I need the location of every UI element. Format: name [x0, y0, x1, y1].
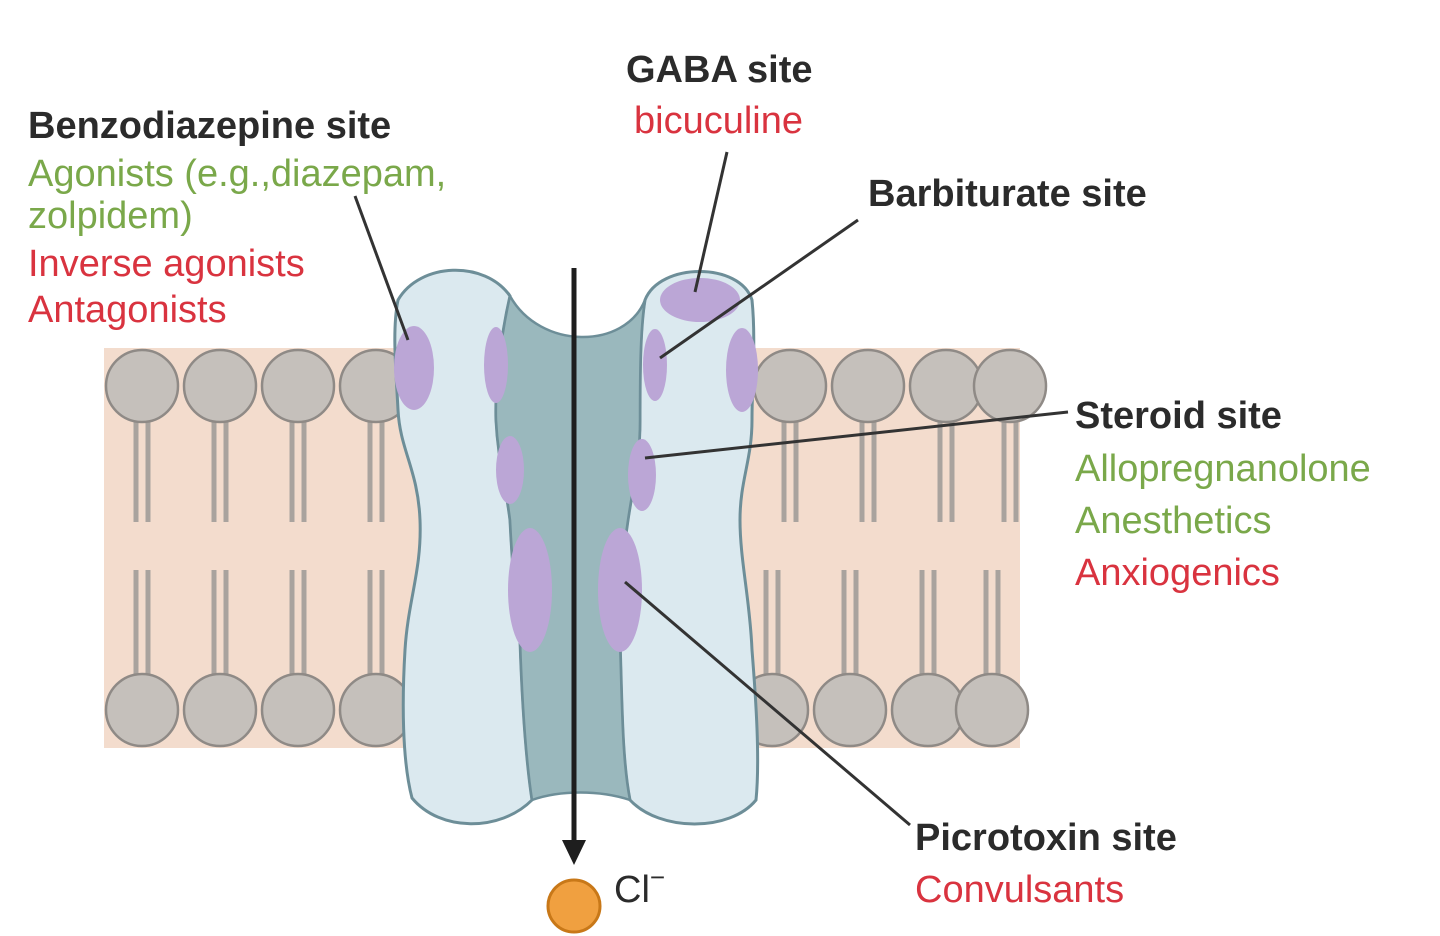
lipid-head	[104, 348, 180, 424]
lipid-head	[972, 348, 1048, 424]
benzodiazepine-site-line-3: Inverse agonists	[28, 243, 305, 285]
lipid-head	[812, 672, 888, 748]
steroid-site-line-2: Anesthetics	[1075, 500, 1271, 542]
gaba-site-line-1: bicuculine	[634, 100, 803, 142]
arrow-head	[562, 840, 586, 865]
lipid-head	[890, 672, 966, 748]
lipid-head	[338, 672, 414, 748]
benzodiazepine-site-line-2: zolpidem)	[28, 195, 193, 237]
steroid-site-line-1: Allopregnanolone	[1075, 448, 1371, 490]
binding-site-barbiturate	[643, 329, 667, 401]
ion-flow-arrow	[562, 268, 586, 865]
lipid-head	[182, 672, 258, 748]
leader-gaba	[693, 151, 729, 293]
gaba-a-channel	[393, 268, 760, 826]
gaba-site-label: GABA site	[626, 49, 813, 91]
lipid-head	[260, 348, 336, 424]
binding-site-left-upper	[484, 327, 508, 403]
lipid-head	[182, 348, 258, 424]
lipid-head	[908, 348, 984, 424]
leader-steroid	[644, 410, 1069, 460]
membrane	[104, 348, 1048, 748]
lipid-head	[104, 672, 180, 748]
picrotoxin-site-line-1: Convulsants	[915, 869, 1124, 911]
leader-lines	[353, 151, 1069, 827]
chloride-ion-label: Cl−	[614, 862, 665, 911]
picrotoxin-site-label: Picrotoxin site	[915, 817, 1177, 859]
lipid-head	[752, 348, 828, 424]
lipid-head	[830, 348, 906, 424]
chloride-ion: Cl−	[546, 862, 665, 934]
leader-barbiturate	[659, 218, 859, 360]
binding-site-picrotoxin	[598, 528, 642, 652]
steroid-site-line-3: Anxiogenics	[1075, 552, 1280, 594]
binding-site-left-middle	[496, 436, 524, 504]
chloride-ion-charge: −	[650, 862, 665, 892]
barbiturate-site-label: Barbiturate site	[868, 173, 1147, 215]
lipid-head	[954, 672, 1030, 748]
benzodiazepine-site-label: Benzodiazepine site	[28, 105, 391, 147]
lipid-head	[260, 672, 336, 748]
benzodiazepine-site-line-1: Agonists (e.g.,diazepam,	[28, 153, 446, 195]
binding-site-left-lower	[508, 528, 552, 652]
leader-picrotoxin	[624, 580, 911, 827]
binding-site-right-outer	[726, 328, 758, 412]
binding-site-benzodiazepine	[394, 326, 434, 410]
leader-benzodiazepine	[353, 195, 410, 341]
benzodiazepine-site-line-4: Antagonists	[28, 289, 227, 331]
binding-site-gaba	[660, 278, 740, 322]
steroid-site-label: Steroid site	[1075, 395, 1282, 437]
chloride-ion-particle	[546, 878, 602, 934]
binding-site-steroid	[628, 439, 656, 511]
lipid-bilayer	[104, 348, 1048, 748]
